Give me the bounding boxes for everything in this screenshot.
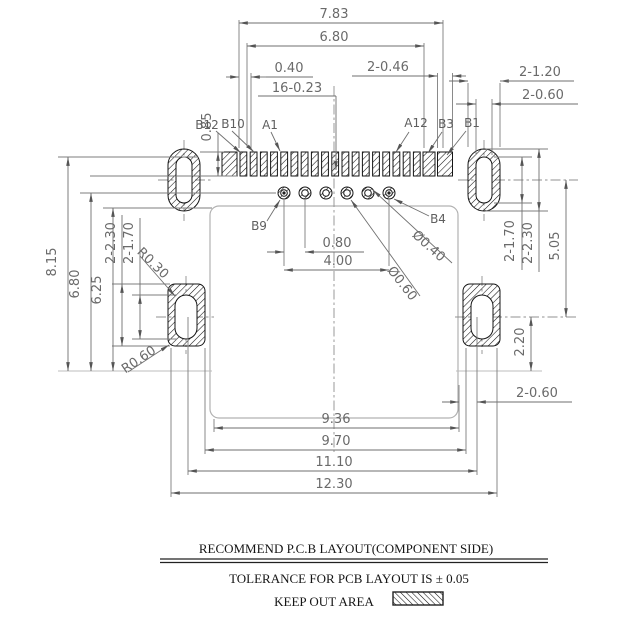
pin-label-b1: B1 [464, 116, 480, 130]
smt-pad-wide-left [221, 151, 238, 177]
mounting-slot-left [167, 148, 201, 212]
keepout-hatch-swatch [392, 591, 444, 606]
dim-width-body: 9.36 [322, 412, 351, 427]
pin-labels: B12 B10 A1 A12 B3 B1 B9 B4 [195, 116, 480, 233]
mounting-slot-right [467, 148, 501, 212]
dim-right-span: 5.05 [548, 232, 563, 261]
dim-lpad-outer: 2-2.30 [104, 222, 119, 264]
dim-rpad-slot: 2-1.70 [503, 220, 518, 262]
drawing-title: RECOMMEND P.C.B LAYOUT(COMPONENT SIDE) [199, 541, 493, 556]
smt-pad-row [221, 151, 453, 177]
dim-right-offset: 2.20 [513, 328, 528, 357]
pin-label-b10: B10 [221, 117, 245, 131]
keepout-label: KEEP OUT AREA [274, 594, 374, 609]
dim-width-slots: 9.70 [322, 434, 351, 449]
dimension-lines [66, 21, 578, 495]
pin-label-b9: B9 [251, 219, 267, 233]
dim-slot-outer-width: 2-1.20 [519, 65, 561, 80]
centerlines [156, 86, 578, 452]
dim-top-overall: 7.83 [320, 7, 349, 22]
dim-pad-height: 0.85 [200, 113, 215, 142]
dimension-texts: 7.83 6.80 0.40 2-0.46 16-0.23 2-1.20 2-0… [45, 7, 564, 492]
dim-pad-diameter: Ø0.60 [384, 264, 420, 304]
dim-width-overall: 12.30 [315, 477, 352, 492]
dim-slot-inner-width: 2-0.60 [522, 88, 564, 103]
dim-signal-pads: 16-0.23 [272, 81, 322, 96]
pin-label-b4: B4 [430, 212, 446, 226]
dim-top-inner: 6.80 [320, 30, 349, 45]
smt-pad-wide-right [437, 151, 453, 177]
dim-hole-span: 4.00 [324, 254, 353, 269]
dim-left-body: 6.25 [90, 276, 105, 305]
pin-label-a1: A1 [262, 118, 278, 132]
dim-width-pads: 11.10 [315, 455, 352, 470]
dim-left-holes: 6.80 [68, 270, 83, 299]
smt-pad-medium-right [422, 151, 436, 177]
extension-lines [58, 20, 548, 497]
dim-end-pads: 2-0.46 [367, 60, 409, 75]
dim-side-clearance: 2-0.60 [516, 386, 558, 401]
dim-hole-diameter: Ø0.40 [409, 228, 448, 265]
dim-hole-pitch: 0.80 [323, 236, 352, 251]
dim-pad-pitch: 0.40 [275, 61, 304, 76]
mounting-pad-right [462, 283, 501, 347]
footer: RECOMMEND P.C.B LAYOUT(COMPONENT SIDE) T… [160, 541, 548, 609]
through-hole-row [277, 186, 396, 200]
dim-radius-pad: R0.60 [119, 343, 159, 377]
pin-label-b12: B12 [195, 118, 219, 132]
pin-label-b3: B3 [438, 117, 454, 131]
pin-label-a12: A12 [404, 116, 427, 130]
dim-lpad-slot: 2-1.70 [122, 222, 137, 264]
tolerance-note: TOLERANCE FOR PCB LAYOUT IS ± 0.05 [229, 571, 469, 586]
dim-radius-slot: R0.30 [134, 245, 172, 282]
dim-left-overall: 8.15 [45, 248, 60, 277]
dim-rpad-outer: 2-2.30 [521, 222, 536, 264]
mounting-pad-left [167, 283, 206, 347]
